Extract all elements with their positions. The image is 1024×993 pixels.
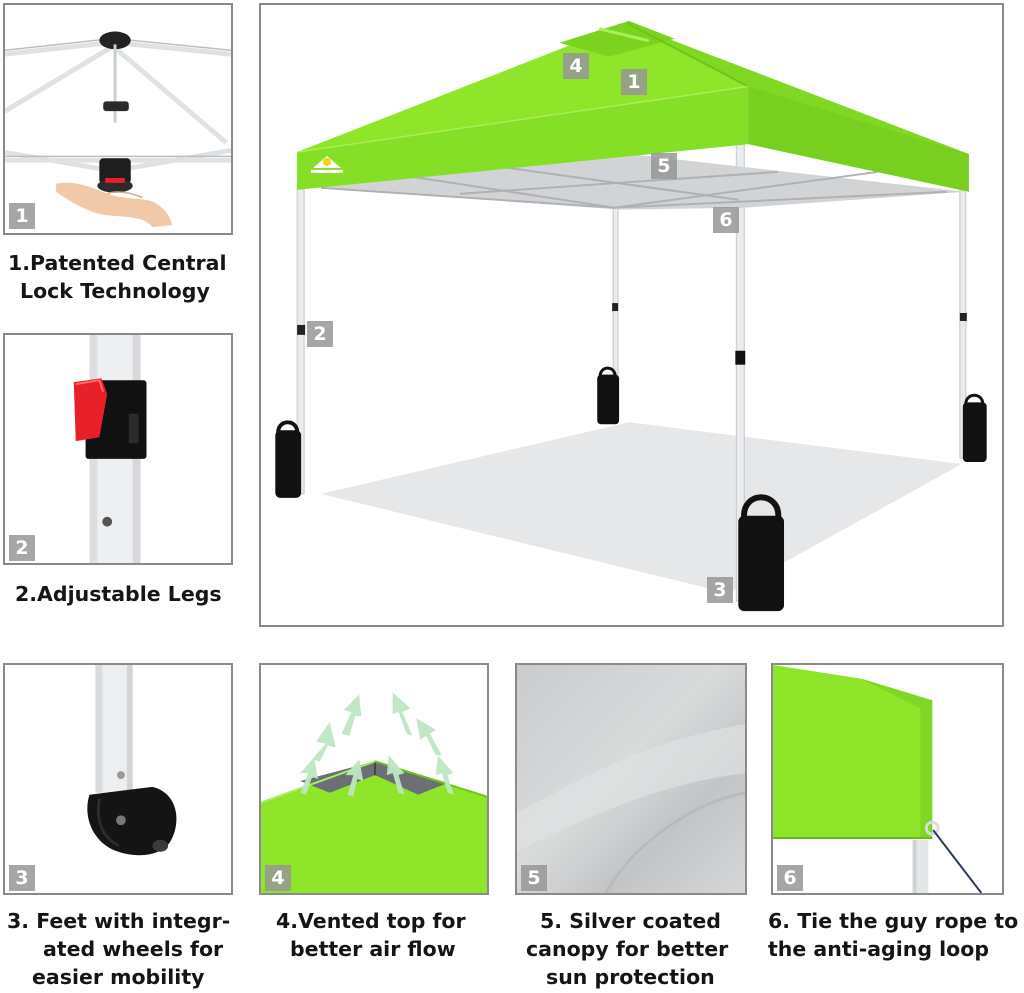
caption-feature-4: 4.Vented top for better air flow xyxy=(276,907,466,963)
feature-panel-adjustable-legs: 2 xyxy=(3,333,233,565)
brand-logo xyxy=(311,156,343,173)
vented-top-illustration xyxy=(261,665,487,893)
badge-2-main: 2 xyxy=(307,321,333,347)
guy-rope-loop-illustration xyxy=(773,665,1002,893)
badge-4-main: 4 xyxy=(563,53,589,79)
badge-4: 4 xyxy=(265,865,291,891)
badge-6: 6 xyxy=(777,865,803,891)
caption-3-line-1: 3. Feet with integr- xyxy=(7,909,231,933)
caption-feature-3: 3. Feet with integr- ated wheels for eas… xyxy=(7,907,230,991)
feature-panel-central-lock: 1 xyxy=(3,3,233,235)
airflow-arrows xyxy=(300,692,454,797)
feature-panel-feet-wheels: 3 xyxy=(3,663,233,895)
badge-1-main: 1 xyxy=(621,69,647,95)
adjustable-leg-illustration xyxy=(5,335,231,563)
badge-3-main: 3 xyxy=(707,577,733,603)
feature-panel-vented-top: 4 xyxy=(259,663,489,895)
caption-1-line-2: Lock Technology xyxy=(20,279,210,303)
badge-3: 3 xyxy=(9,865,35,891)
caption-feature-1: 1.Patented Central Lock Technology xyxy=(8,249,226,305)
badge-5: 5 xyxy=(521,865,547,891)
caption-feature-5: 5. Silver coated canopy for better sun p… xyxy=(526,907,728,991)
caption-feature-2: 2.Adjustable Legs xyxy=(15,580,222,608)
caption-6-line-2: the anti-aging loop xyxy=(768,937,990,961)
caption-2-line-1: 2.Adjustable Legs xyxy=(15,582,222,606)
badge-2: 2 xyxy=(9,535,35,561)
feature-panel-guy-rope-loop: 6 xyxy=(771,663,1004,895)
pop-up-canopy-illustration xyxy=(261,5,1002,625)
wheeled-foot-illustration xyxy=(5,665,231,893)
main-panel-canopy-overview: 4 1 5 6 2 3 xyxy=(259,3,1004,627)
caption-3-line-3: easier mobility xyxy=(32,965,205,989)
feature-panel-silver-coating: 5 xyxy=(515,663,747,895)
badge-1: 1 xyxy=(9,203,35,229)
caption-5-line-1: 5. Silver coated xyxy=(540,909,721,933)
badge-6-main: 6 xyxy=(713,207,739,233)
caption-3-line-2: ated wheels for xyxy=(43,937,224,961)
central-lock-illustration xyxy=(5,5,231,233)
silver-fabric-illustration xyxy=(517,665,745,893)
caption-6-line-1: 6. Tie the guy rope to xyxy=(768,909,1019,933)
caption-5-line-2: canopy for better xyxy=(526,937,729,961)
caption-feature-6: 6. Tie the guy rope to the anti-aging lo… xyxy=(768,907,1018,963)
badge-5-main: 5 xyxy=(651,153,677,179)
caption-4-line-1: 4.Vented top for xyxy=(276,909,466,933)
caption-1-line-1: 1.Patented Central xyxy=(8,251,227,275)
caption-5-line-3: sun protection xyxy=(546,965,715,989)
caption-4-line-2: better air flow xyxy=(290,937,456,961)
